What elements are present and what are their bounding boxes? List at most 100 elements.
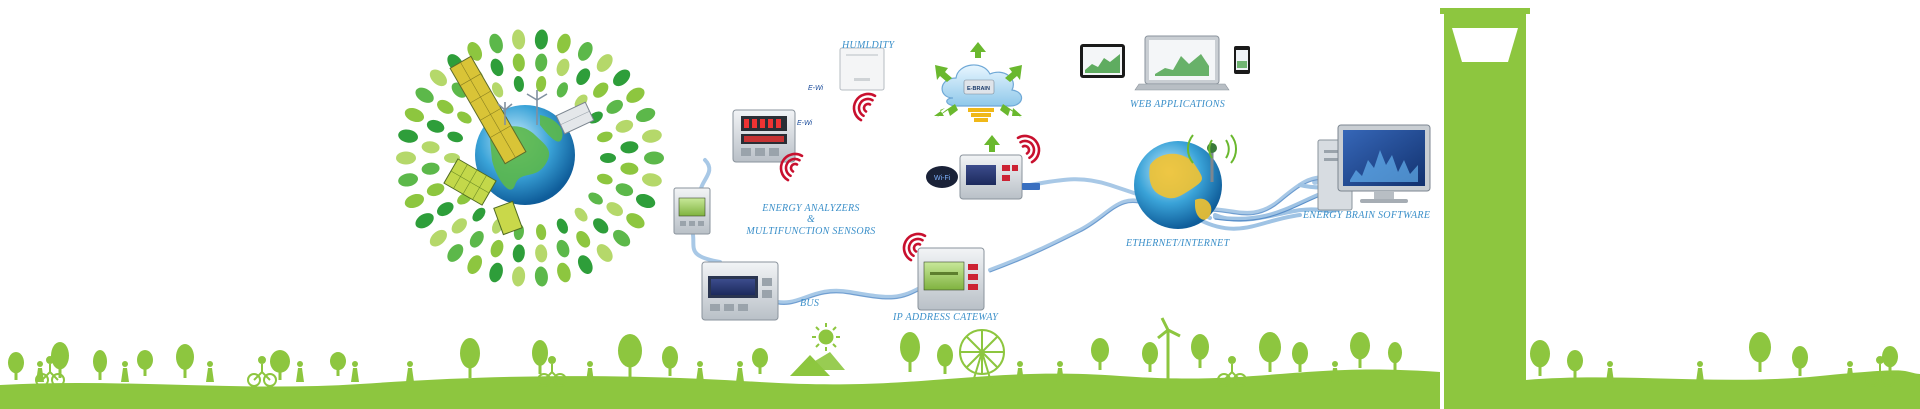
flower-leaf: [635, 193, 656, 209]
humidity-sensor: [839, 47, 885, 91]
flower-leaf: [641, 173, 662, 187]
flower-leaf: [596, 244, 613, 262]
flower-leaf: [534, 266, 548, 287]
flower-leaf: [404, 193, 425, 209]
flower-leaf: [606, 99, 623, 114]
flower-leaf: [577, 41, 593, 61]
flower-leaf: [536, 75, 547, 92]
tree-icon: [1292, 342, 1308, 372]
person-icon: [206, 361, 214, 382]
flower-leaf: [447, 244, 464, 262]
bicycle-icon: [35, 356, 65, 387]
tree-icon: [1091, 338, 1109, 370]
flower-leaf: [613, 229, 631, 247]
person-icon: [696, 361, 704, 382]
wifi-energy-analyzer: [959, 154, 1023, 200]
flower-leaf: [415, 213, 434, 229]
flower-leaf: [429, 69, 447, 87]
flower-leaf: [512, 29, 526, 50]
flower-leaf: [635, 107, 656, 123]
tree-icon: [1792, 346, 1808, 376]
flower-leaf: [596, 131, 613, 143]
label-bus: BUS: [800, 298, 820, 309]
tree-icon: [1388, 342, 1402, 370]
flower-leaf: [451, 218, 467, 234]
flower-leaf: [444, 153, 460, 163]
flower-leaf: [490, 239, 504, 258]
label-energy-analyzers: ENERGY ANALYZERS: [762, 203, 860, 214]
flower-leaf: [426, 183, 445, 197]
green-landscape: [0, 352, 1920, 409]
flower-leaf: [491, 82, 504, 98]
energy-analyzer-bottom: [701, 261, 779, 321]
ip-address-gateway: [917, 247, 985, 311]
bicycle-icon: [1865, 356, 1895, 387]
flower-leaf: [489, 262, 503, 283]
label-web-applications: WEB APPLICATIONS: [1130, 99, 1226, 110]
flower-leaf: [490, 58, 504, 77]
person-icon: [1016, 361, 1024, 382]
ewi-badge: E-Wi E-Wi: [797, 85, 824, 127]
flower-leaf: [469, 231, 484, 248]
flower-leaf: [556, 239, 570, 258]
tree-icon: [1191, 334, 1209, 368]
tree-icon: [270, 350, 290, 380]
label-ip-address-gateway: IP ADDRESS CATEWAY: [893, 312, 999, 323]
flower-leaf: [644, 151, 664, 165]
flower-leaf: [489, 33, 503, 54]
tablet-device: [1080, 44, 1125, 78]
person-icon: [736, 361, 744, 382]
energy-analyzer-left: [673, 187, 711, 235]
label-energy-brain-software: ENERGY BRAIN SOFTWARE: [1303, 210, 1431, 221]
flower-leaf: [588, 192, 603, 205]
tree-icon: [8, 352, 24, 380]
flower-leaf: [557, 33, 571, 54]
tree-icon: [662, 346, 678, 376]
cloud-arrows: [934, 42, 1022, 152]
flower-leaf: [535, 244, 548, 263]
tree-icon: [1882, 346, 1898, 374]
laptop-device: [1134, 35, 1230, 91]
wifi-signal-icons: [779, 92, 1041, 262]
flower-leaf: [447, 131, 464, 143]
flower-leaf: [576, 231, 591, 248]
tree-icon: [618, 334, 642, 378]
flower-leaf: [574, 207, 588, 222]
flower-leaf: [556, 218, 569, 234]
cloud-server-icon: E-BRAIN: [941, 64, 1023, 122]
tree-icon: [176, 344, 194, 378]
flower-leaf: [513, 75, 524, 92]
person-icon: [1696, 361, 1704, 382]
flower-leaf: [556, 58, 570, 77]
flower-leaf: [512, 244, 525, 263]
wifi-dongle: Wi-Fi: [926, 166, 958, 188]
tree-icon: [937, 344, 953, 374]
flower-leaf: [421, 162, 440, 175]
bicycle-icon: [1217, 356, 1247, 387]
flower-leaf: [615, 183, 634, 197]
tree-icon: [1567, 350, 1583, 378]
flower-leaf: [613, 69, 631, 87]
solar-panel-icon: [443, 55, 595, 236]
sunflower-leaf-ring: [396, 29, 664, 287]
svg-text:E-Wi: E-Wi: [808, 85, 824, 92]
person-icon: [1331, 361, 1339, 382]
person-icon: [121, 361, 129, 382]
wind-turbine-icon: [497, 90, 548, 125]
flower-leaf: [437, 202, 454, 217]
person-icon: [1056, 361, 1064, 382]
svg-text:E-BRAIN: E-BRAIN: [967, 86, 990, 92]
park-silhouettes: [8, 332, 1898, 387]
tree-icon: [330, 352, 346, 376]
flower-leaf: [626, 87, 645, 103]
label-energy-analyzers-ampersand: &: [806, 214, 816, 225]
flower-leaf: [600, 153, 616, 163]
flower-leaf: [556, 82, 569, 98]
person-icon: [296, 361, 304, 382]
flower-leaf: [557, 262, 571, 283]
svg-text:Wi-Fi: Wi-Fi: [934, 175, 951, 182]
flower-leaf: [615, 119, 634, 133]
sun-icon: [812, 323, 840, 351]
